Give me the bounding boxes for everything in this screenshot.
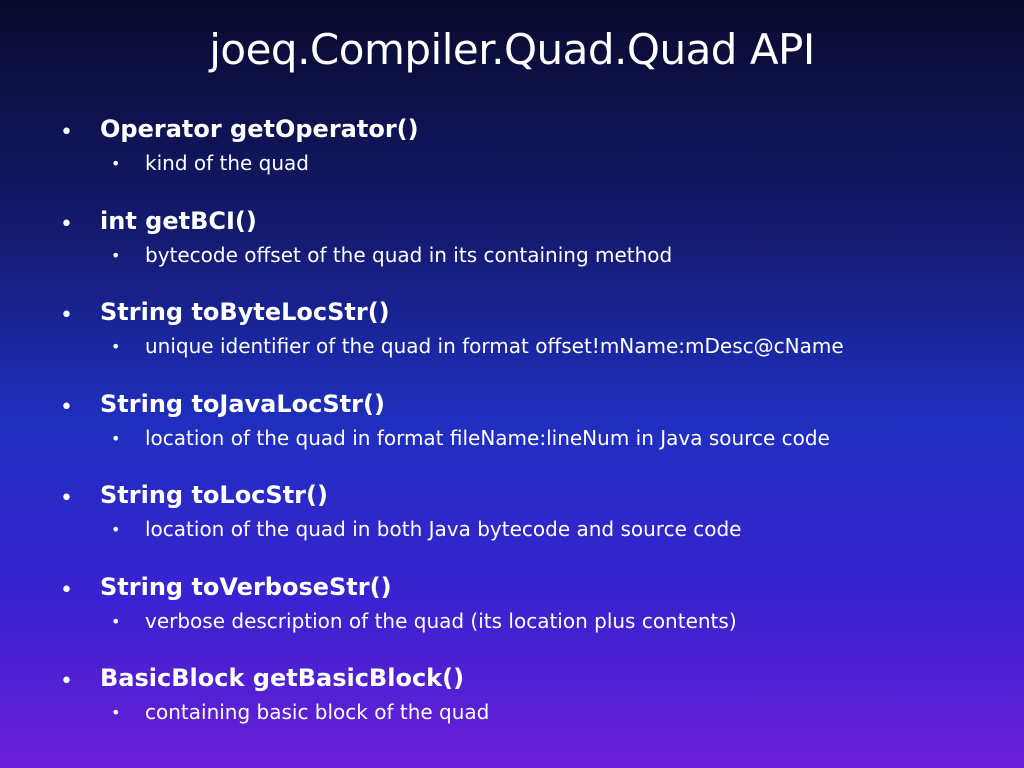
- method-description: bytecode offset of the quad in its conta…: [145, 242, 673, 267]
- method-signature: int getBCI(): [100, 206, 257, 235]
- sub-bullet-icon: •: [111, 520, 121, 539]
- sub-bullet-icon: •: [111, 337, 121, 356]
- api-method-list: • Operator getOperator() • kind of the q…: [0, 112, 1024, 753]
- sub-bullet-icon: •: [111, 154, 121, 173]
- list-item: • BasicBlock getBasicBlock() • containin…: [0, 661, 1024, 753]
- method-description: unique identifier of the quad in format …: [145, 334, 844, 358]
- list-item: • String toVerboseStr() • verbose descri…: [0, 570, 1024, 662]
- bullet-icon: •: [60, 120, 73, 145]
- method-description: location of the quad in both Java byteco…: [145, 517, 742, 541]
- method-signature: String toByteLocStr(): [100, 298, 390, 326]
- sub-bullet-icon: •: [111, 703, 121, 722]
- list-item: • Operator getOperator() • kind of the q…: [0, 112, 1024, 204]
- sub-bullet-icon: •: [111, 245, 121, 265]
- method-signature: Operator getOperator(): [100, 115, 419, 143]
- bullet-icon: •: [60, 577, 73, 603]
- bullet-icon: •: [60, 394, 73, 420]
- method-description: location of the quad in format fileName:…: [145, 425, 830, 450]
- list-item: • String toByteLocStr() • unique identif…: [0, 295, 1024, 387]
- method-signature: BasicBlock getBasicBlock(): [100, 664, 465, 692]
- bullet-icon: •: [60, 669, 73, 694]
- method-signature: String toLocStr(): [100, 481, 328, 509]
- list-item: • String toLocStr() • location of the qu…: [0, 478, 1024, 570]
- bullet-icon: •: [60, 303, 73, 328]
- slide-title: joeq.Compiler.Quad.Quad API: [209, 25, 815, 74]
- list-item: • int getBCI() • bytecode offset of the …: [0, 204, 1024, 296]
- sub-bullet-icon: •: [111, 428, 121, 448]
- sub-bullet-icon: •: [111, 611, 121, 631]
- method-description: kind of the quad: [145, 151, 310, 175]
- method-signature: String toJavaLocStr(): [100, 389, 385, 418]
- method-description: containing basic block of the quad: [145, 700, 490, 724]
- bullet-icon: •: [60, 486, 73, 511]
- method-signature: String toVerboseStr(): [100, 572, 392, 601]
- list-item: • String toJavaLocStr() • location of th…: [0, 387, 1024, 479]
- method-description: verbose description of the quad (its loc…: [145, 608, 737, 633]
- bullet-icon: •: [60, 211, 73, 237]
